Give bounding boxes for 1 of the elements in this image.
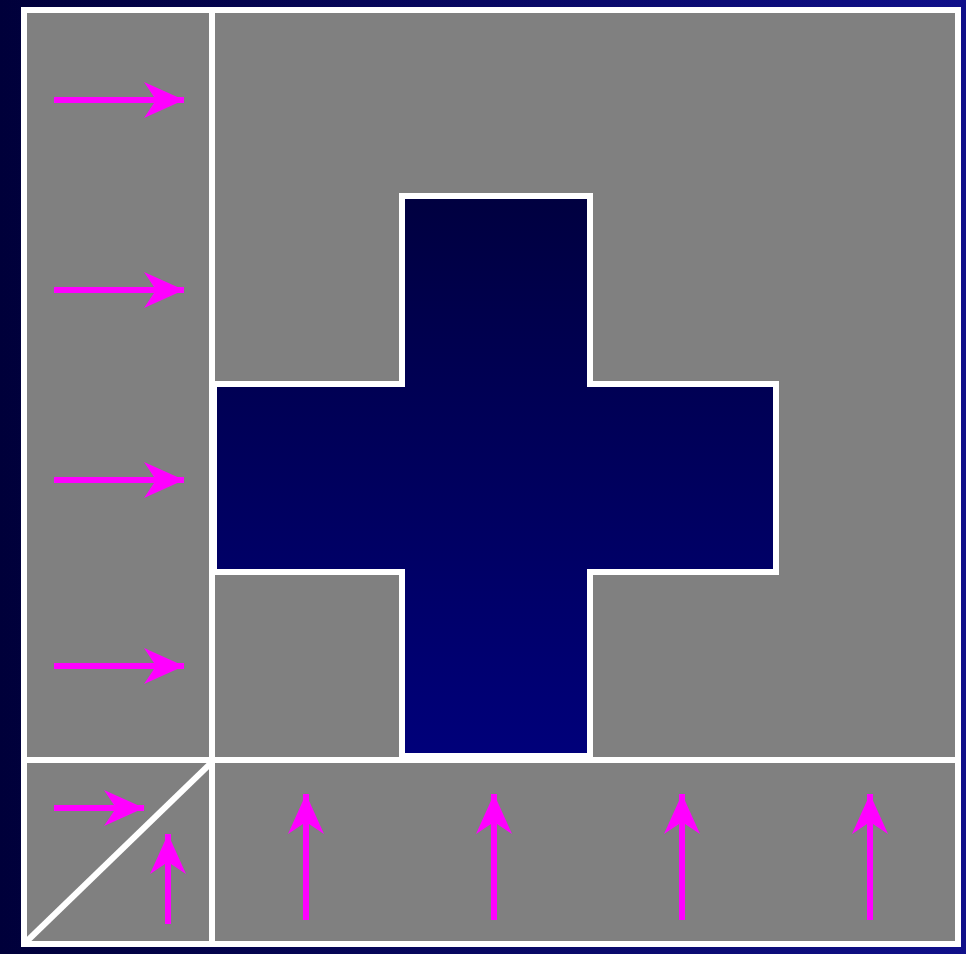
cross-shape [211,193,779,759]
